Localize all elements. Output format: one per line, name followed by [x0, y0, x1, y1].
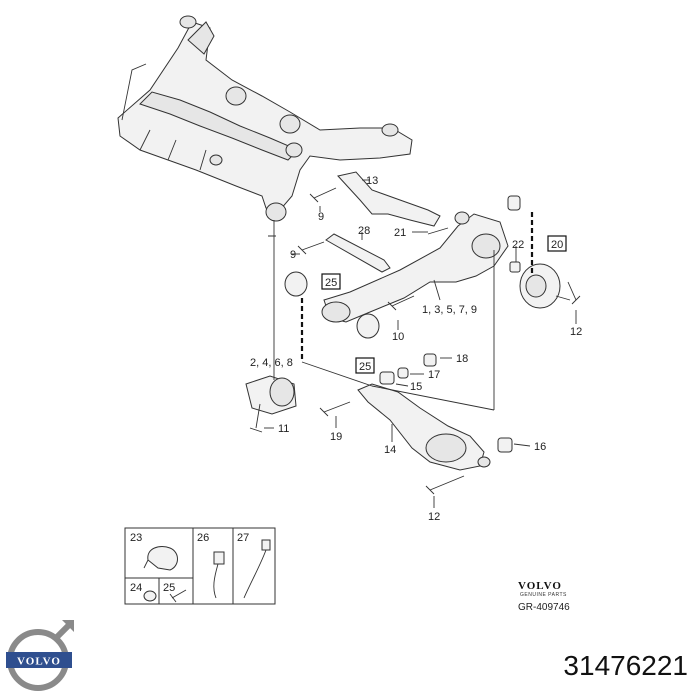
callout-21: 21 [394, 227, 406, 239]
callout-9: 9 [318, 211, 324, 223]
callout-9b: 9 [290, 249, 296, 261]
callout-15: 15 [410, 381, 422, 393]
callout-10: 10 [392, 331, 404, 343]
callout-11: 11 [278, 423, 289, 435]
callout-box-20: 20 [547, 235, 567, 252]
callout-28: 28 [358, 225, 370, 237]
svg-text:25: 25 [325, 277, 337, 289]
callout-box-25b: 25 [355, 357, 375, 374]
rear-subframe [117, 15, 413, 222]
callout-14: 14 [384, 444, 396, 456]
wheel-hub [519, 263, 571, 309]
trailing-arm-knuckle [321, 211, 509, 323]
callout-1-3-5-7-9: 1, 3, 5, 7, 9 [422, 304, 477, 316]
logo-wordmark: VOLVO [17, 656, 61, 668]
reference-code: GR-409746 [518, 602, 570, 613]
inset-callout-27: 27 [237, 532, 249, 544]
leader-lines [264, 179, 577, 508]
nut [509, 261, 521, 273]
bolts [249, 187, 581, 495]
callout-12b: 12 [428, 511, 440, 523]
callout-22: 22 [512, 239, 524, 251]
callout-18: 18 [456, 353, 468, 365]
bushing-bracket [245, 375, 297, 415]
upper-control-arm [337, 171, 441, 227]
svg-text:20: 20 [551, 239, 563, 251]
svg-text:25: 25 [359, 361, 371, 373]
callout-2-4-6-8: 2, 4, 6, 8 [250, 357, 293, 369]
inset-callout-23: 23 [130, 532, 142, 544]
bushing [423, 353, 437, 367]
volvo-logo-icon: VOLVO [6, 619, 75, 691]
callout-17: 17 [428, 369, 440, 381]
bushing [497, 437, 513, 453]
inset-callout-24: 24 [130, 582, 142, 594]
bushing-ring [356, 313, 380, 339]
toe-link-rod [325, 233, 391, 273]
callout-16: 16 [534, 441, 546, 453]
callout-12: 12 [570, 326, 582, 338]
callout-box-25: 25 [321, 273, 341, 290]
callout-13: 13 [366, 175, 378, 187]
bushing [397, 367, 409, 379]
bushing [507, 195, 521, 211]
brand-wordmark: VOLVO [518, 580, 562, 592]
guide-line [268, 220, 495, 411]
inset-box: 23 26 27 24 25 [124, 527, 276, 605]
inset-callout-26: 26 [197, 532, 209, 544]
part-number: 31476221 [563, 650, 688, 681]
lower-control-arm [357, 383, 491, 471]
inset-callout-25: 25 [163, 582, 175, 594]
bushing [379, 371, 395, 385]
bushing-ring [284, 271, 308, 297]
callout-19: 19 [330, 431, 342, 443]
brand-subtitle: GENUINE PARTS [520, 592, 567, 598]
